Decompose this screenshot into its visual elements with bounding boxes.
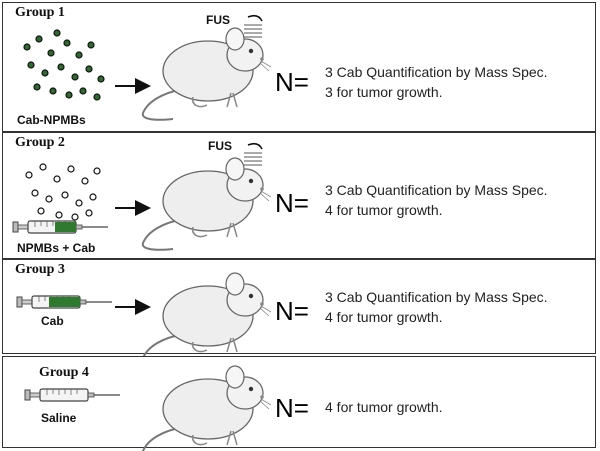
description-line: 4 for tumor growth. <box>325 202 443 218</box>
mouse-icon <box>141 272 272 366</box>
microbubble-cluster-icon <box>25 163 101 221</box>
group-description: 3 Cab Quantification by Mass Spec. 3 for… <box>325 62 548 102</box>
group-4-label: Group 4 <box>39 365 89 380</box>
syringe-icon <box>12 220 109 234</box>
treatment-label: Cab-NPMBs <box>17 113 86 127</box>
right-arrow-icon <box>115 200 151 216</box>
group-3-panel: Group 3 Cab N= 3 Cab Quantification by M… <box>2 259 596 366</box>
group-description: 3 Cab Quantification by Mass Spec. 4 for… <box>325 180 548 220</box>
description-line: 3 Cab Quantification by Mass Spec. <box>325 182 548 198</box>
syringe-icon <box>24 388 121 402</box>
treatment-label: Cab <box>41 314 64 328</box>
treatment-label: NPMBs + Cab <box>17 241 96 255</box>
description-line: 3 Cab Quantification by Mass Spec. <box>325 64 548 80</box>
right-arrow-icon <box>115 78 151 94</box>
ultrasound-waves-icon <box>243 142 263 166</box>
description-line: 4 for tumor growth. <box>325 309 443 325</box>
n-equals: N= <box>275 393 309 423</box>
group-description: 3 Cab Quantification by Mass Spec. 4 for… <box>325 287 548 327</box>
group-1-panel: Group 1 Cab-NPMBs FUS N= 3 Cab Quantific… <box>2 2 596 132</box>
group-1-label: Group 1 <box>15 5 65 20</box>
description-line: 3 Cab Quantification by Mass Spec. <box>325 289 548 305</box>
treatment-label: Saline <box>41 411 77 425</box>
n-equals: N= <box>275 188 309 218</box>
mouse-icon <box>141 365 272 451</box>
syringe-icon <box>16 295 113 309</box>
group-description: 4 for tumor growth. <box>325 397 443 417</box>
n-equals: N= <box>275 296 309 326</box>
ultrasound-waves-icon <box>243 14 263 38</box>
right-arrow-icon <box>115 299 151 315</box>
fus-label: FUS <box>208 139 232 153</box>
group-2-label: Group 2 <box>15 135 65 150</box>
description-line: 4 for tumor growth. <box>325 399 443 415</box>
n-equals: N= <box>275 67 309 97</box>
fus-label: FUS <box>206 13 230 27</box>
group-2-panel: Group 2 NPMBs + Cab FUS N= 3 Cab Quantif… <box>2 132 596 259</box>
group-4-panel: Group 4 Saline N= 4 for tumor growth. <box>2 356 596 451</box>
description-line: 3 for tumor growth. <box>325 84 443 100</box>
group-3-label: Group 3 <box>15 262 65 277</box>
microbubble-cluster-icon <box>23 29 105 101</box>
